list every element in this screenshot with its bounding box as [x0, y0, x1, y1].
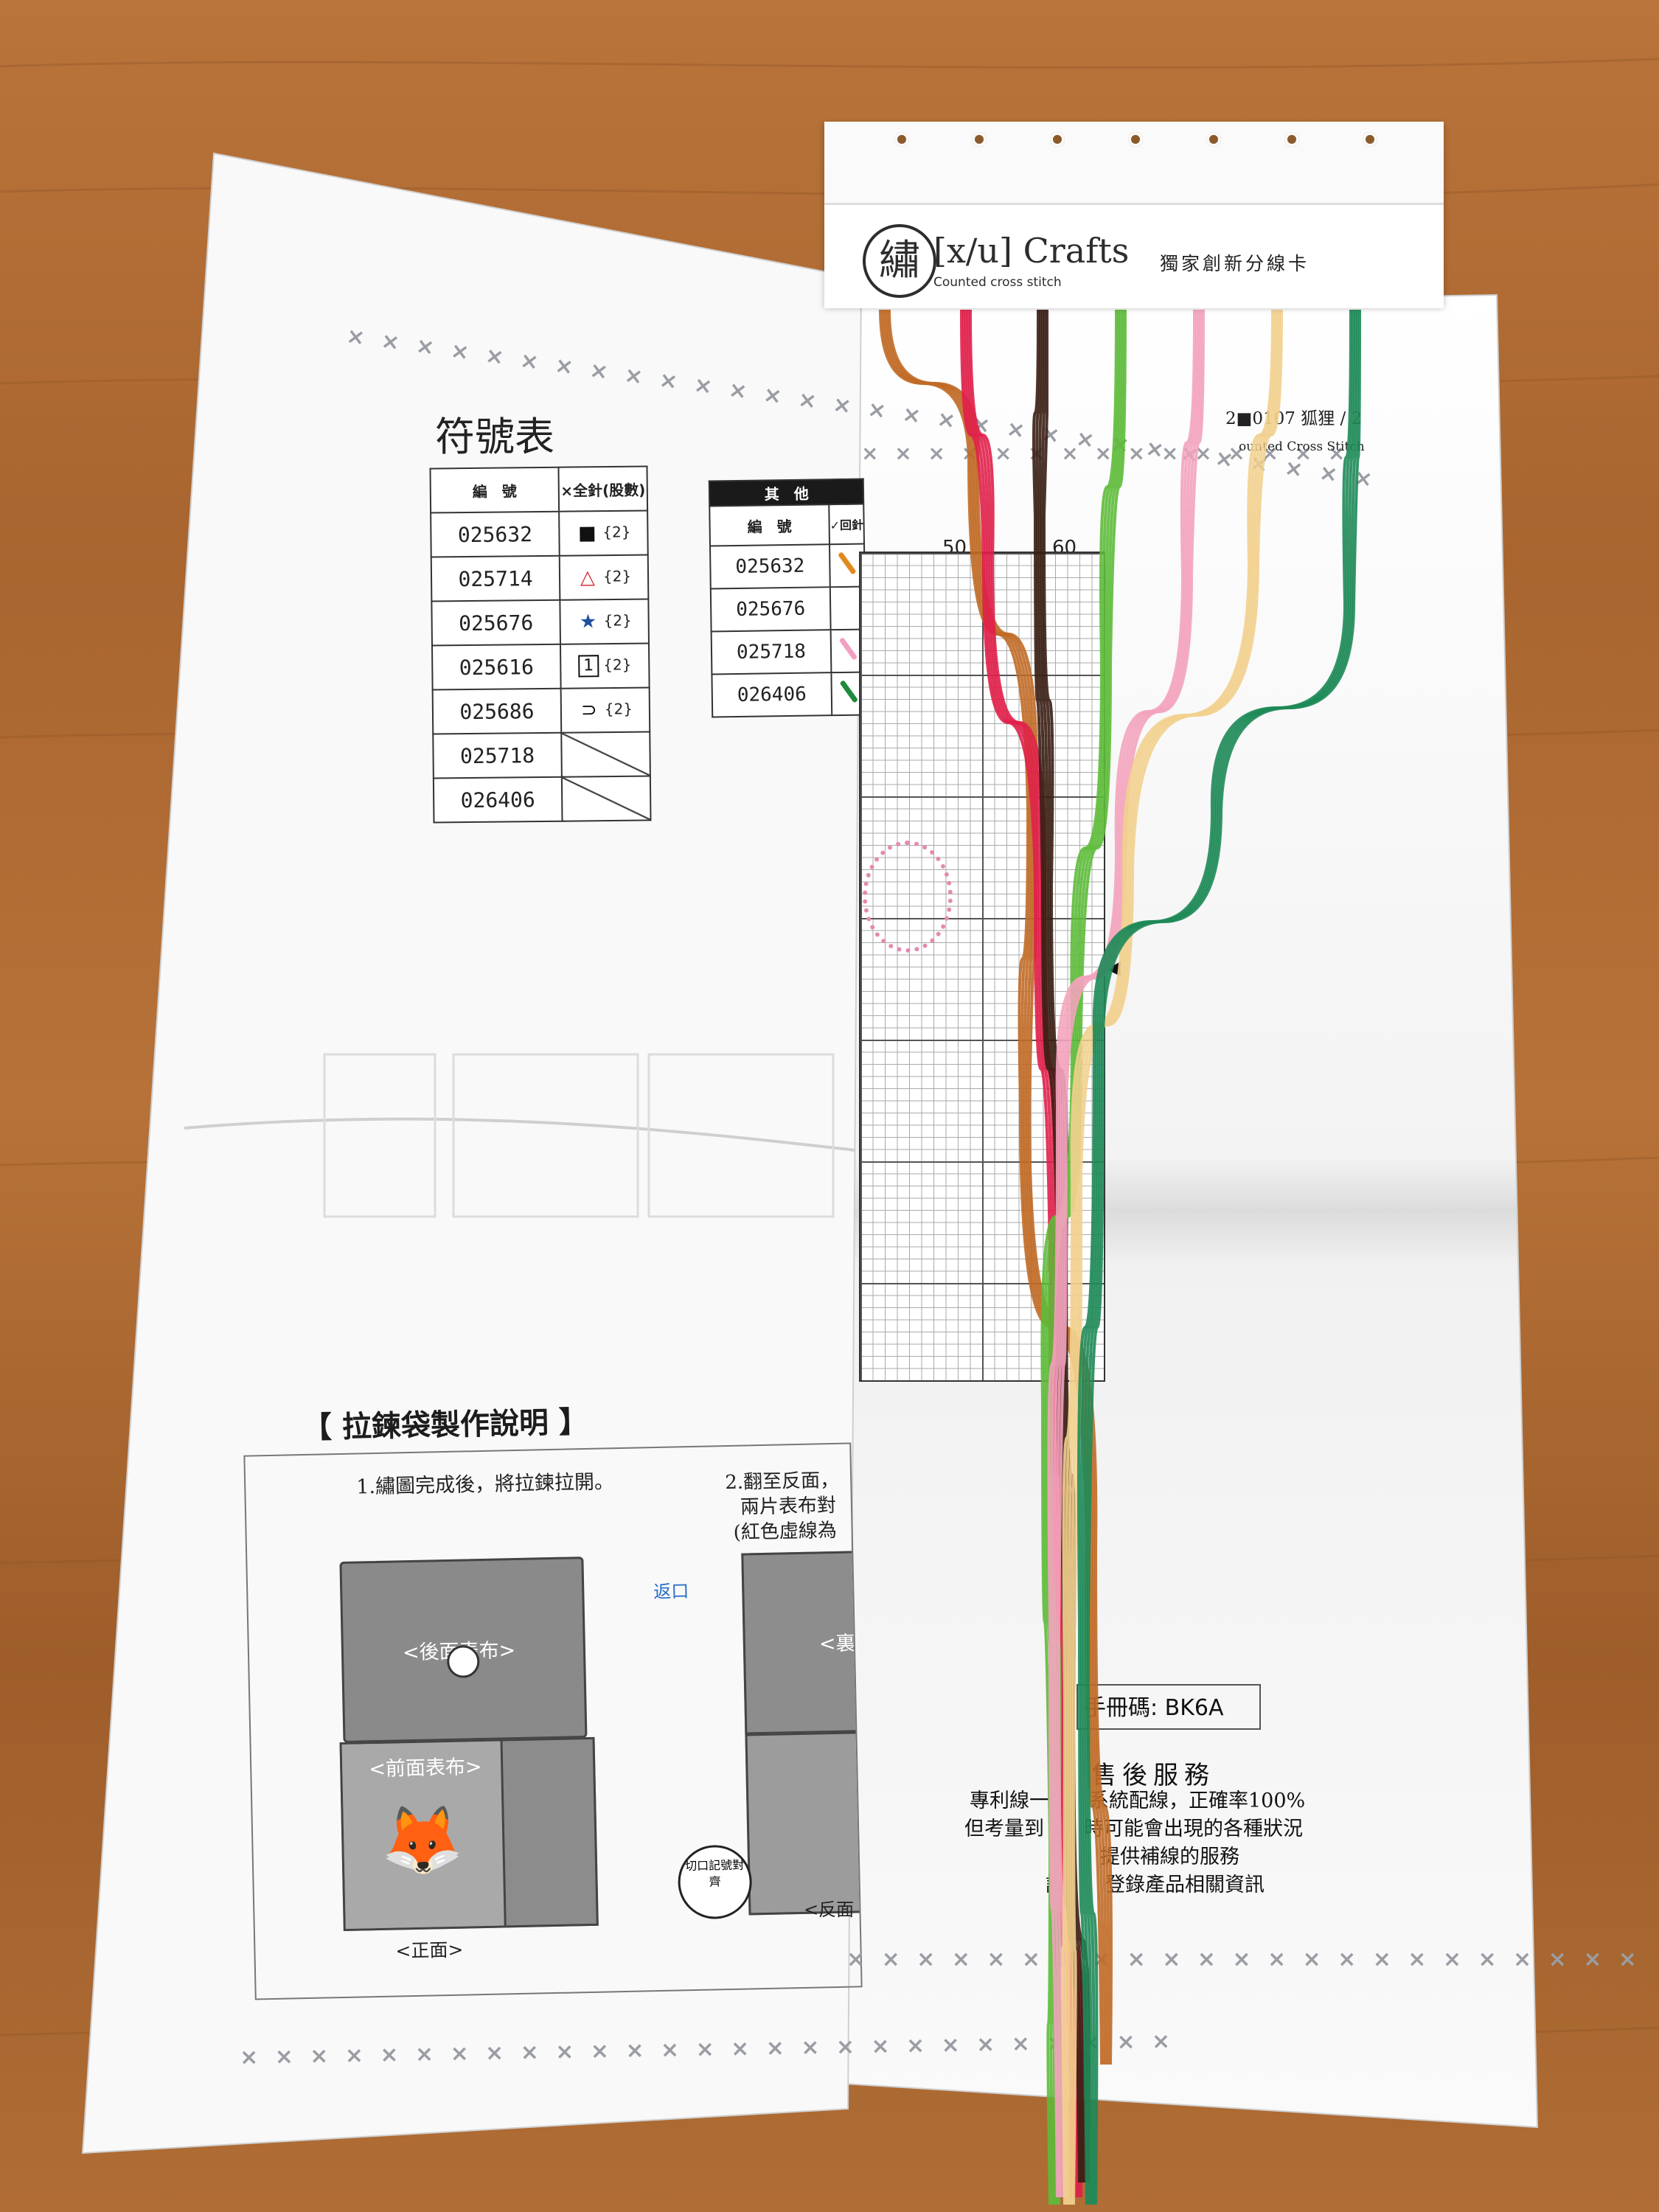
kit-code-line: 2■0107 狐狸 / 2	[1225, 409, 1363, 428]
thread-pink	[1047, 309, 1196, 2198]
ghost-print	[323, 1053, 835, 1218]
thread-card-caption: 獨家創新分線卡	[1160, 253, 1310, 274]
thread-pink	[1057, 309, 1205, 2198]
thread-hole	[1128, 132, 1143, 147]
thread-cream	[1061, 309, 1274, 2205]
thread-organizer-card: 繡 [x/u] Crafts Counted cross stitch 獨家創新…	[824, 122, 1444, 308]
thread-cream	[1064, 309, 1276, 2205]
service-line: 專利線一 系統配線，正確率100%	[970, 1790, 1306, 1812]
thread-orange-brown	[881, 309, 1105, 2065]
manual-code-box: 手冊碼: BK6A	[1077, 1684, 1261, 1730]
instruction-sheet	[81, 152, 863, 2154]
pink-flower-motif	[863, 841, 953, 953]
thread-cream	[1069, 309, 1281, 2205]
brand-name: [x/u] Crafts	[933, 231, 1130, 271]
thread-cream	[1067, 309, 1279, 2205]
thread-dark-green	[1086, 309, 1361, 2205]
brand-seal-logo: 繡	[863, 224, 936, 298]
thread-dark-green	[1084, 309, 1359, 2205]
thread-pink	[1054, 309, 1203, 2198]
thread-hole	[1050, 132, 1065, 147]
manual-code: 手冊碼: BK6A	[1084, 1695, 1224, 1721]
thread-hole	[894, 132, 909, 147]
thread-dark-green	[1082, 309, 1357, 2205]
thread-orange-brown	[886, 309, 1110, 2065]
thread-hole	[1206, 132, 1221, 147]
thread-dark-green	[1077, 309, 1352, 2205]
service-line: 提供補線的服務	[1060, 1846, 1239, 1868]
thread-hole	[1284, 132, 1299, 147]
thread-hole	[972, 132, 987, 147]
thread-pink	[1050, 309, 1198, 2198]
brand-band: 繡 [x/u] Crafts Counted cross stitch 獨家創新…	[824, 203, 1444, 308]
sheet-fold-line	[184, 1117, 856, 1152]
service-line: 但考量到 時可能會出現的各種狀況	[964, 1818, 1303, 1840]
after-sales-title: 售後服務	[1091, 1761, 1215, 1790]
thread-dark-green	[1079, 309, 1354, 2205]
kit-subtitle: ounted Cross Stitch	[1239, 439, 1365, 454]
thread-hole	[1363, 132, 1377, 147]
brand-tagline: Counted cross stitch	[933, 275, 1062, 290]
thread-pink	[1052, 309, 1200, 2198]
thread-orange-brown	[883, 309, 1107, 2065]
cross-stitch-border-right-bottom: × × × × × × × × × × × × × × × × × × × × …	[846, 1947, 1641, 1972]
